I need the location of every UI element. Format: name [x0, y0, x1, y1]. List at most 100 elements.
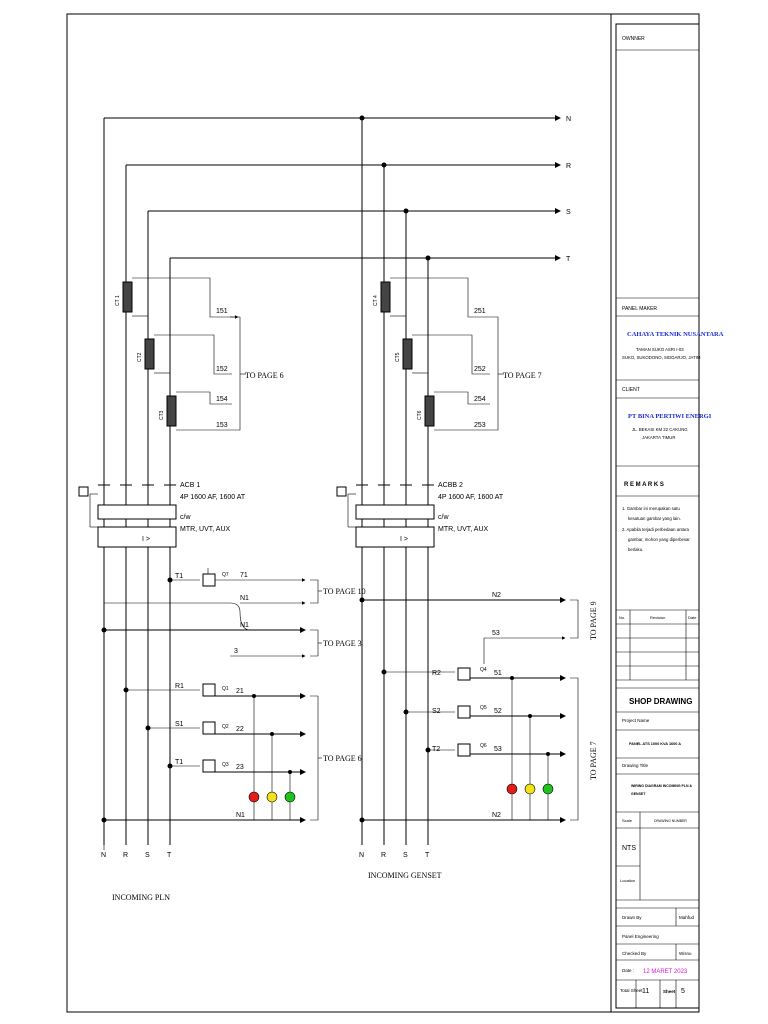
ct2-label: CT2 [137, 352, 143, 362]
bus-label-t: T [566, 256, 571, 263]
maker-name: CAHAYA TEKNIK NUSANTARA [627, 331, 724, 338]
label-t1: T1 [175, 573, 183, 580]
drawing-number-label: DRAWING NUMBER [654, 819, 687, 823]
pilot-lamp-red-genset [506, 783, 518, 795]
drawing-frame [66, 13, 612, 1013]
label-23: 23 [236, 764, 244, 771]
label-q1: Q1 [222, 686, 229, 692]
label-s2: S2 [432, 708, 441, 715]
client-address-2: JAKARTA TIMUR [642, 435, 675, 440]
remark-1a: 1. Gambar ini merupakan satu [622, 506, 680, 511]
label-n1-c: N1 [236, 812, 245, 819]
acb1-name: ACB 1 [180, 482, 200, 489]
pilot-lamp-red-pln [248, 791, 260, 803]
pilot-lamp-yellow-pln [266, 791, 278, 803]
label-53-a: 53 [492, 630, 500, 637]
client-label: CLIENT [622, 387, 640, 393]
acb2-rating: 4P 1600 AF, 1600 AT [438, 494, 504, 501]
ct-wire-254: 254 [474, 396, 486, 403]
checked-by-label: Checked By [622, 951, 647, 956]
date-value: 12 MARET 2023 [643, 969, 688, 975]
remarks-label: R E M A R K S [624, 482, 664, 488]
label-s1: S1 [175, 721, 184, 728]
remark-2c: berlaku. [628, 547, 643, 552]
acb1-symbol: I > [78, 484, 177, 548]
location-label: Location [620, 878, 635, 883]
panel-engineering-label: Panel Engineering [622, 934, 659, 939]
owner-label: OWNNER [622, 36, 645, 42]
date-label: Date : [622, 968, 634, 973]
ct-wire-151: 151 [216, 308, 228, 315]
incoming-pln-label: INCOMING PLN [112, 893, 170, 902]
remark-2b: gambar, mohon yang diperbesar [628, 537, 690, 542]
checked-by: Wisnu [679, 951, 692, 956]
pilot-lamp-green-pln [284, 791, 296, 803]
pln-vertical-conductors [103, 118, 171, 845]
label-n2-b: N2 [492, 812, 501, 819]
label-53-b: 53 [494, 746, 502, 753]
sheet-label: Sheet [663, 989, 676, 994]
drawing-title-2: GENSET [631, 792, 646, 796]
incoming-genset-label: INCOMING GENSET [368, 871, 442, 880]
bus-label-n: N [566, 116, 571, 123]
acb2-cw: c/w [438, 514, 449, 521]
acb2-symbol: I > [336, 484, 435, 548]
incoming-genset-n: N [359, 852, 364, 859]
incoming-pln-n: N [101, 852, 106, 859]
label-q3: Q3 [222, 762, 229, 768]
drawing-title-label: Drawing Title [622, 763, 649, 768]
label-r2: R2 [432, 670, 441, 677]
label-22: 22 [236, 726, 244, 733]
label-r1: R1 [175, 683, 184, 690]
svg-text:I >: I > [142, 536, 150, 543]
label-51: 51 [494, 670, 502, 677]
revision-date-header: Date [688, 615, 697, 620]
label-q7: Q7 [222, 572, 229, 578]
to-page-3: TO PAGE 3 [323, 639, 362, 648]
incoming-pln-t: T [167, 852, 172, 859]
incoming-genset-s: S [403, 852, 408, 859]
main-busbars [104, 115, 561, 261]
drawn-by-label: Drawn By [622, 915, 642, 920]
ct-wire-152: 152 [216, 366, 228, 373]
client-address-1: JL. BEKASI KM 22 CAKUNG [632, 427, 688, 432]
title-block-frame [615, 23, 700, 1009]
pilot-lamp-yellow-genset [524, 783, 536, 795]
client-name: PT BINA PERTIWI ENERGI [628, 413, 712, 420]
ct-wire-252: 252 [474, 366, 486, 373]
bus-label-s: S [566, 209, 571, 216]
label-q2: Q2 [222, 724, 229, 730]
acb2-accessories: MTR, UVT, AUX [438, 526, 489, 533]
pilot-lamp-green-genset [542, 783, 554, 795]
maker-address-1: TAMAN SUKO ASRI I-03 [636, 347, 684, 352]
project-name: PANEL ATS 1000 KVA 1600 A [629, 742, 681, 746]
to-page-6-ctrl: TO PAGE 6 [323, 754, 362, 763]
label-21: 21 [236, 688, 244, 695]
label-q6: Q6 [480, 743, 487, 749]
ct6-label: CT6 [417, 410, 423, 420]
ct5-label: CT5 [395, 352, 401, 362]
acb2-name: ACBB 2 [438, 482, 463, 489]
label-q4: Q4 [480, 667, 487, 673]
genset-control-wiring [359, 597, 579, 823]
incoming-pln-s: S [145, 852, 150, 859]
scale-label: Scale [622, 818, 633, 823]
ct-wire-253: 253 [474, 422, 486, 429]
incoming-pln-r: R [123, 852, 128, 859]
title-block-grid [616, 49, 699, 1008]
remark-1b: kesatuan gambar yang lain. [628, 516, 681, 521]
total-sheet-label: Total Sheet [620, 988, 643, 993]
ct3-label: CT3 [159, 410, 165, 420]
to-page-7-ctrl: TO PAGE 7 [589, 741, 598, 780]
label-n2-a: N2 [492, 592, 501, 599]
ct-wire-153: 153 [216, 422, 228, 429]
drawn-by: Mahfud [679, 915, 695, 920]
label-t1-b: T1 [175, 759, 183, 766]
revision-no-header: No. [619, 615, 625, 620]
incoming-genset-r: R [381, 852, 386, 859]
label-3: 3 [234, 648, 238, 655]
sheet-value: 5 [681, 988, 685, 995]
genset-vertical-conductors [361, 118, 429, 845]
svg-text:I >: I > [400, 536, 408, 543]
